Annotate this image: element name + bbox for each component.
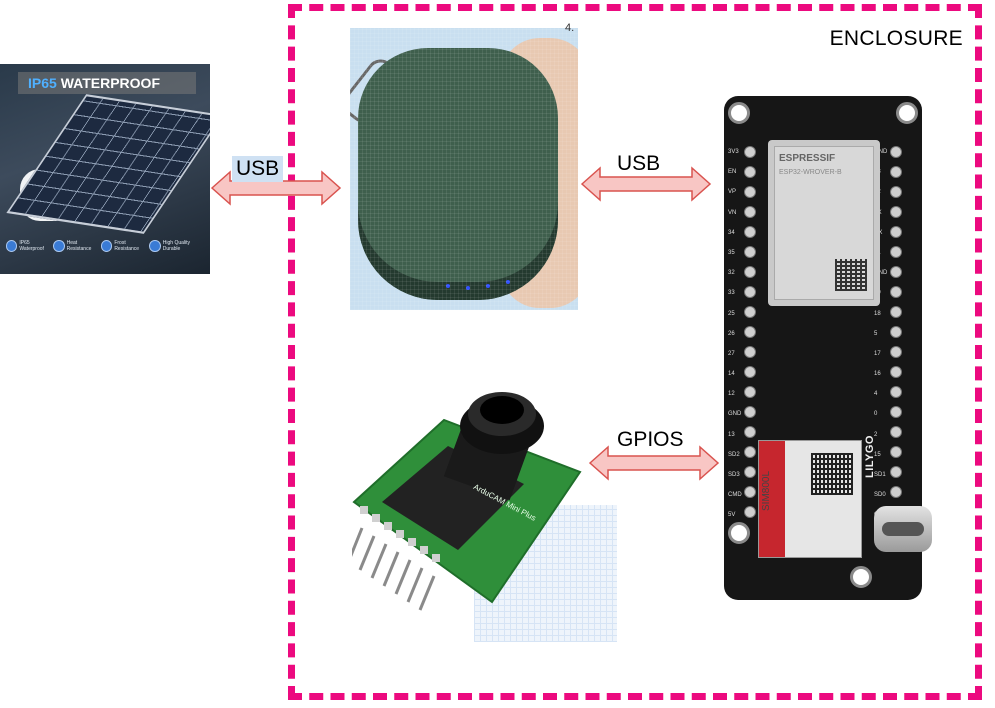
solar-panel-image: IP65 WATERPROOF IP65 Waterproof Heat Res…	[0, 64, 210, 274]
pin-label: EN	[728, 169, 737, 176]
pin-label: GND	[728, 411, 742, 418]
pin-label: 16	[874, 371, 881, 378]
pin-label: 17	[874, 350, 881, 357]
pin-label: 35	[728, 249, 735, 256]
feature-item: Heat Resistance	[53, 240, 101, 252]
feature-label: High Quality Durable	[162, 240, 191, 252]
sim800l-module: SIM800L	[758, 440, 862, 558]
esp32-model: ESP32-WROVER-B	[779, 169, 842, 176]
esp32-shield: ESPRESSIF ESP32-WROVER-B	[774, 146, 874, 300]
usb-c-port	[874, 506, 932, 552]
qr-code	[835, 259, 867, 291]
usb-c-slot	[882, 522, 924, 536]
pin-label: 4	[874, 391, 878, 398]
enclosure-boundary: ENCLOSURE	[288, 4, 982, 700]
pin-label: 3V3	[728, 149, 739, 155]
pin-label: 2	[874, 431, 878, 438]
solar-banner: IP65 WATERPROOF	[18, 72, 196, 94]
image-grid-overlay	[350, 28, 578, 310]
qr-code	[811, 453, 853, 495]
pin-label: 5V	[728, 512, 736, 519]
feature-label: Frost Resistance	[114, 240, 140, 252]
pin-label: 5	[874, 330, 878, 337]
pin-label: 13	[728, 431, 735, 438]
right-pin-header	[890, 146, 904, 518]
solar-banner-text: WATERPROOF	[60, 75, 160, 91]
sun-icon	[53, 240, 65, 252]
pin-label: 32	[728, 270, 735, 277]
solar-cells	[6, 94, 210, 234]
esp32-module: ESPRESSIF ESP32-WROVER-B	[768, 140, 880, 306]
battery-pack	[358, 48, 558, 300]
led-indicator	[486, 284, 490, 288]
usb-arrow-solar-battery	[210, 170, 342, 206]
solar-feature-list: IP65 Waterproof Heat Resistance Frost Re…	[6, 240, 206, 266]
mount-hole	[728, 522, 750, 544]
led-indicator	[506, 280, 510, 284]
pin-label: 18	[874, 310, 881, 317]
sim800l-red-strip	[759, 441, 785, 557]
pin-label: SD0	[874, 492, 886, 499]
feature-item: Frost Resistance	[100, 240, 149, 252]
feature-label: IP65 Waterproof	[19, 240, 44, 252]
pin-label: GND	[874, 149, 888, 155]
pin-label: 26	[728, 330, 735, 337]
snowflake-icon	[100, 240, 113, 252]
enclosure-label: ENCLOSURE	[829, 27, 963, 50]
drop-icon	[6, 240, 18, 252]
usb-arrow-battery-board	[580, 166, 712, 202]
mount-hole	[850, 566, 872, 588]
battery-corner-text: 4.	[565, 22, 575, 34]
pin-label: VP	[728, 189, 737, 196]
pin-label: 27	[728, 350, 735, 357]
usb-label-left: USB	[232, 156, 284, 182]
pin-label: 33	[728, 290, 735, 297]
pin-label: VN	[728, 209, 737, 216]
sim800l-label: SIM800L	[761, 470, 772, 511]
gpios-label: GPIOS	[617, 428, 684, 451]
pin-label: 0	[874, 411, 878, 418]
led-indicator	[466, 286, 470, 290]
feature-item: High Quality Durable	[149, 240, 206, 252]
mount-hole	[896, 102, 918, 124]
usb-label-right: USB	[617, 152, 661, 175]
pin-label: CMD	[728, 492, 742, 499]
led-indicator	[446, 284, 450, 288]
esp32-brand: ESPRESSIF	[779, 153, 836, 164]
camera-module-image: ArduCAM Mini Plus	[348, 380, 617, 642]
gpio-arrow-camera-board	[588, 445, 720, 481]
vendor-logo: LILYGO	[864, 435, 876, 478]
pin-label: GND	[874, 270, 888, 277]
pin-label: 14	[728, 371, 735, 378]
battery-pack-image	[350, 28, 578, 310]
mount-hole	[728, 102, 750, 124]
pin-label: SD3	[728, 472, 740, 478]
pin-label: 15	[874, 451, 881, 458]
pin-label: 25	[728, 310, 735, 317]
pin-label: SD1	[874, 472, 886, 478]
feature-label: Heat Resistance	[66, 240, 92, 252]
feature-item: IP65 Waterproof	[6, 240, 53, 252]
pin-label: 12	[728, 391, 735, 398]
left-pin-header	[744, 146, 758, 518]
badge-icon	[149, 240, 161, 252]
pin-label: SD2	[728, 451, 740, 458]
pin-label: 34	[728, 229, 735, 236]
solar-banner-ip: IP65	[28, 75, 57, 91]
